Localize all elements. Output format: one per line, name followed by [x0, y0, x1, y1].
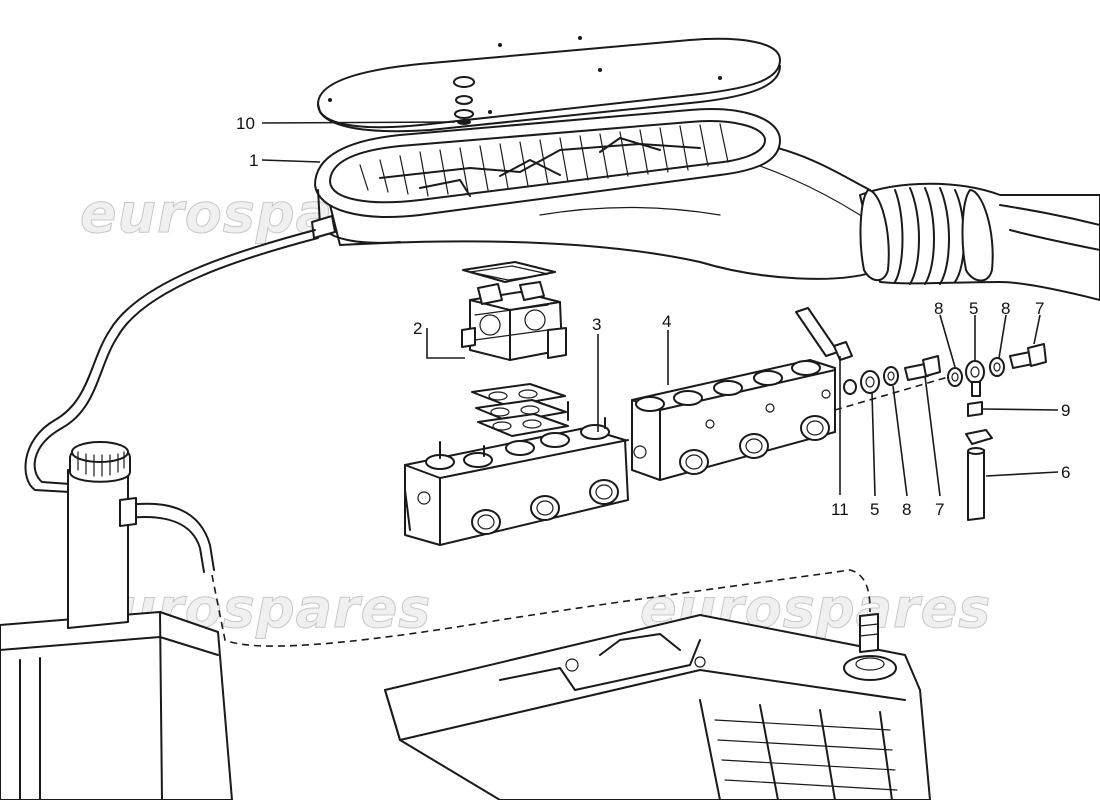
fittings-and-washers — [795, 307, 1047, 521]
oil-tank — [0, 441, 233, 800]
breather-hose — [24, 229, 319, 493]
filter-element-pleats — [359, 123, 729, 197]
carburettor — [461, 261, 567, 361]
callout-3: 3 — [592, 315, 601, 334]
intake-manifold-right — [631, 359, 836, 481]
callout-11: 11 — [831, 500, 849, 519]
carburettor-gaskets — [471, 383, 569, 437]
callout-labels: 10 1 2 3 4 11 5 8 7 8 5 8 7 9 6 — [236, 114, 1070, 519]
callout-5: 5 — [969, 299, 978, 318]
callout-1: 1 — [249, 151, 258, 170]
callout-8: 8 — [934, 299, 943, 318]
air-filter-housing — [311, 108, 881, 280]
callout-5: 5 — [870, 500, 879, 519]
fastener-axis-dashed-line — [834, 374, 956, 411]
callout-9: 9 — [1061, 401, 1070, 420]
callout-8: 8 — [902, 500, 911, 519]
callout-6: 6 — [1061, 463, 1070, 482]
callout-8: 8 — [1001, 299, 1010, 318]
leader-lines — [261, 121, 1059, 497]
callout-10: 10 — [236, 114, 255, 133]
air-filter-lid — [317, 36, 781, 133]
callout-4: 4 — [662, 312, 671, 331]
engine-block-lower — [384, 613, 931, 800]
callout-2: 2 — [413, 319, 422, 338]
intake-manifold-left — [404, 401, 629, 546]
connection-dashed-line — [211, 569, 871, 647]
flexible-intake-hose — [859, 182, 1100, 301]
callout-7: 7 — [1035, 299, 1044, 318]
callout-7: 7 — [935, 500, 944, 519]
